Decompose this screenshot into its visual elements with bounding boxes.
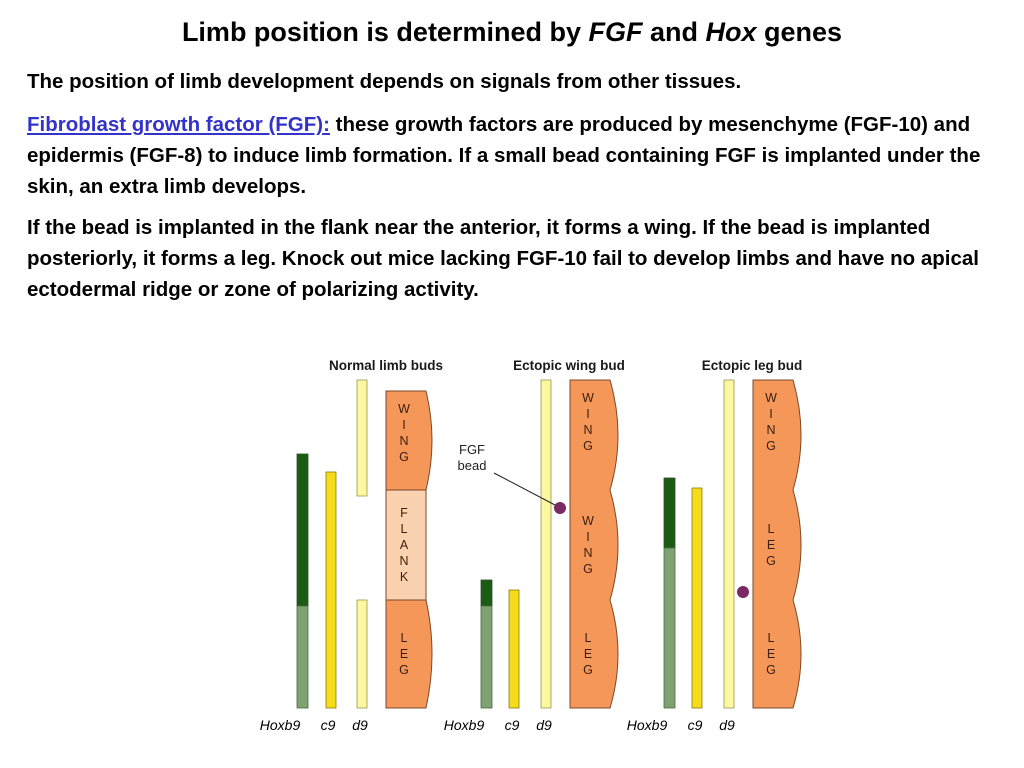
bud-letter: W xyxy=(765,391,777,405)
hoxb9-bar-weak xyxy=(663,547,676,709)
bud-letter: E xyxy=(767,647,775,661)
bud-letter: N xyxy=(583,423,592,437)
bud-letter: W xyxy=(582,514,594,528)
panel-title: Ectopic leg bud xyxy=(702,358,803,373)
bead-paragraph: If the bead is implanted in the flank ne… xyxy=(27,216,979,301)
bud-letter: N xyxy=(583,546,592,560)
bud-letter: E xyxy=(400,647,408,661)
gene-label: c9 xyxy=(688,717,703,733)
bead-pointer-line xyxy=(493,472,556,506)
hoxb9-bar-weak xyxy=(480,605,493,709)
bud-letter: K xyxy=(400,570,409,584)
gene-label: c9 xyxy=(321,717,336,733)
bud-letter: G xyxy=(583,439,593,453)
bud-letter: L xyxy=(401,522,408,536)
bud-letter: A xyxy=(400,538,409,552)
title-hox: Hox xyxy=(705,17,757,47)
bead-label: FGF xyxy=(459,442,485,457)
fgf-bead xyxy=(554,502,566,514)
gene-label: Hoxb9 xyxy=(627,717,668,733)
fgf-paragraph-text: these growth factors are produced by mes… xyxy=(27,113,981,198)
bud-letter: G xyxy=(766,554,776,568)
gene-label: d9 xyxy=(719,717,735,733)
bud-letter: G xyxy=(766,663,776,677)
bud-letter: G xyxy=(583,663,593,677)
hoxb9-bar-strong xyxy=(296,453,309,607)
title-part: Limb position is determined by xyxy=(181,17,589,47)
bead-label: bead xyxy=(458,458,487,473)
fgf-term-link[interactable]: Fibroblast growth factor (FGF): xyxy=(27,113,330,136)
flank-region xyxy=(385,489,427,601)
hoxb9-bar-weak xyxy=(296,605,309,709)
fgf-bead xyxy=(737,586,749,598)
bud-letter: W xyxy=(398,402,410,416)
bud-letter: L xyxy=(768,522,775,536)
bud-letter: F xyxy=(400,506,408,520)
leg-bud xyxy=(385,599,433,709)
intro-paragraph: The position of limb development depends… xyxy=(27,70,742,93)
bud-letter: N xyxy=(399,434,408,448)
bud-letter: I xyxy=(586,530,589,544)
bud-letter: L xyxy=(585,631,592,645)
hoxb9-bar-strong xyxy=(663,477,676,549)
bud-letter: L xyxy=(401,631,408,645)
limb-bud-outline xyxy=(569,379,619,709)
bud-letter: L xyxy=(768,631,775,645)
c9-bar xyxy=(508,589,520,709)
bud-letter: I xyxy=(769,407,772,421)
panel-title: Ectopic wing bud xyxy=(513,358,625,373)
bud-letter: W xyxy=(582,391,594,405)
title-part: and xyxy=(642,17,706,47)
title-part: genes xyxy=(756,17,843,47)
bud-letter: G xyxy=(399,663,409,677)
gene-label: d9 xyxy=(352,717,368,733)
gene-label: Hoxb9 xyxy=(444,717,485,733)
slide-title: Limb position is determined by FGF and H… xyxy=(0,14,1024,50)
bud-letter: E xyxy=(584,647,592,661)
gene-label: d9 xyxy=(536,717,552,733)
d9-bar xyxy=(356,379,368,497)
c9-bar xyxy=(325,471,337,709)
fgf-paragraph: Fibroblast growth factor (FGF): these gr… xyxy=(27,109,1002,202)
title-fgf: FGF xyxy=(588,17,643,47)
limb-bud-outline xyxy=(752,379,802,709)
gene-label: Hoxb9 xyxy=(260,717,301,733)
d9-bar xyxy=(540,379,552,709)
hoxb9-bar-strong xyxy=(480,579,493,607)
d9-bar xyxy=(356,599,368,709)
gene-label: c9 xyxy=(505,717,520,733)
bud-letter: N xyxy=(766,423,775,437)
d9-bar xyxy=(723,379,735,709)
bud-letter: E xyxy=(767,538,775,552)
bud-letter: N xyxy=(399,554,408,568)
bud-letter: I xyxy=(402,418,405,432)
bud-letter: G xyxy=(583,562,593,576)
bud-letter: I xyxy=(586,407,589,421)
c9-bar xyxy=(691,487,703,709)
bud-letter: G xyxy=(399,450,409,464)
bud-letter: G xyxy=(766,439,776,453)
panel-title: Normal limb buds xyxy=(329,358,443,373)
